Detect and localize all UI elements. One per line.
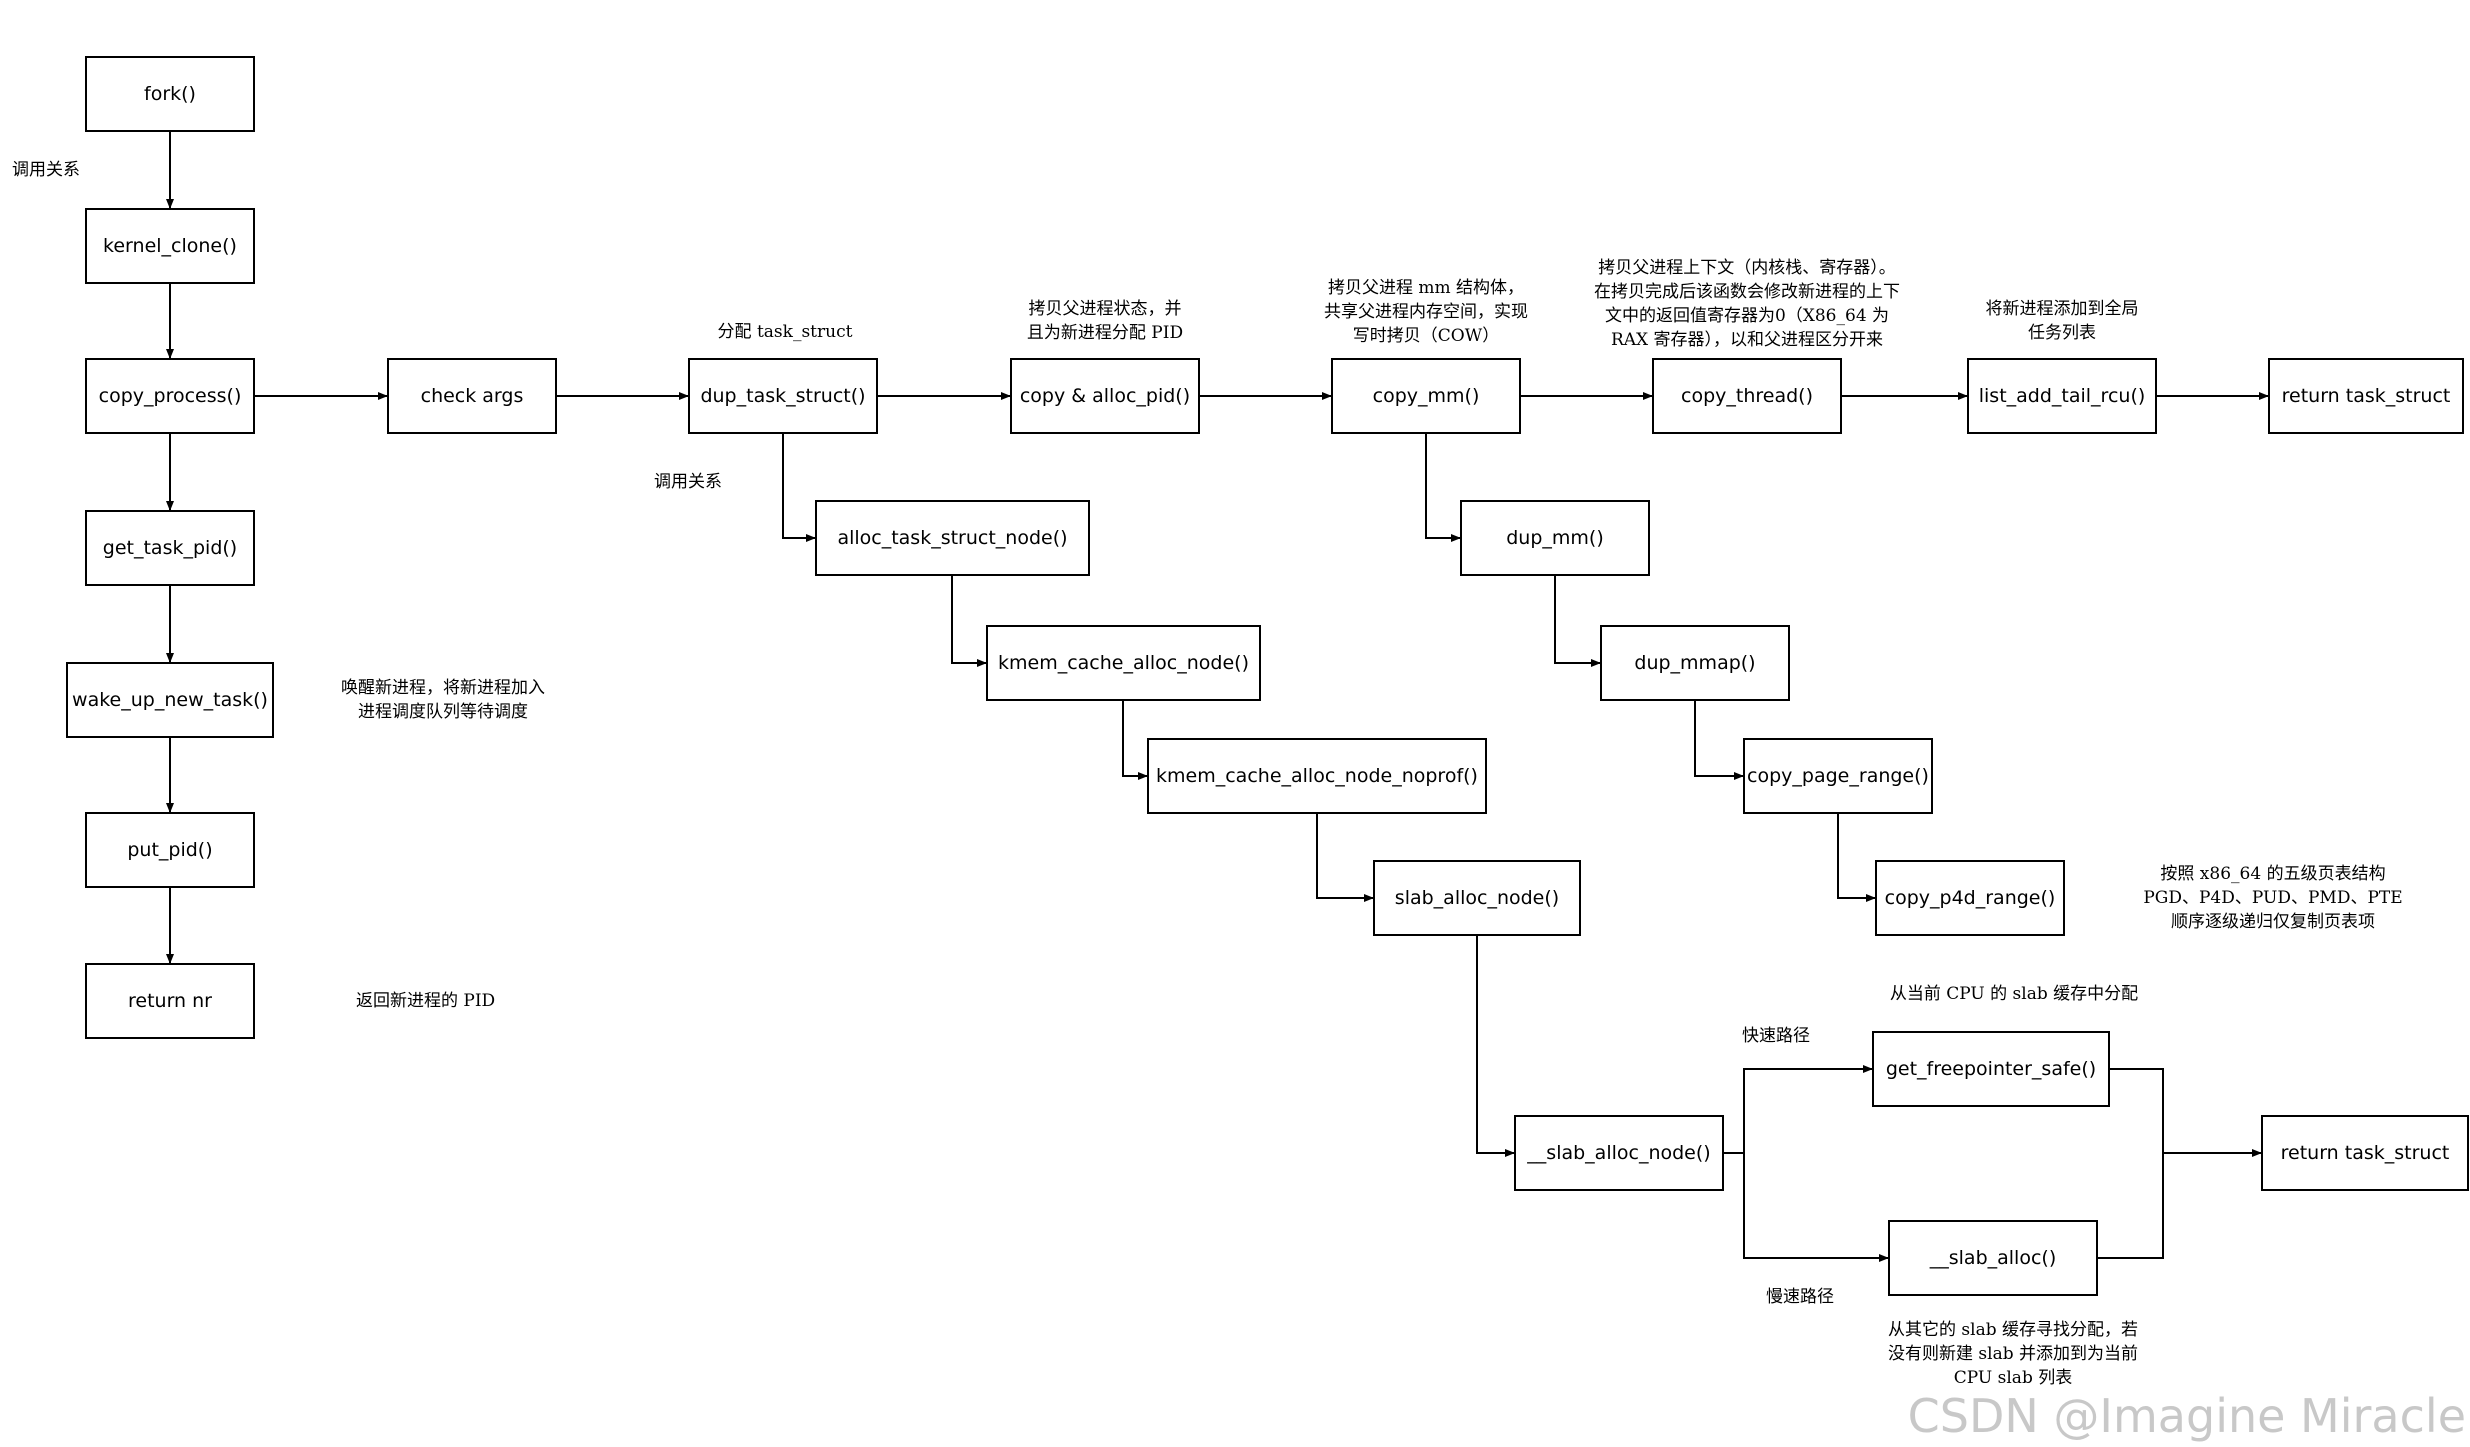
node-return-task-struct-top: return task_struct [2268, 358, 2464, 434]
edge-copy-page-range-p4d [1837, 814, 1876, 902]
note-call-relation-center: 调用关系 [654, 472, 722, 492]
note-return-pid: 返回新进程的 PID [356, 991, 496, 1011]
edge-slow-to-junction [2098, 1153, 2164, 1259]
edge-dup-task-alloc-node [782, 434, 816, 542]
node-return-nr: return nr [85, 963, 255, 1039]
edge-noprof-slab-alloc-node [1316, 814, 1374, 902]
node-copy-alloc-pid: copy & alloc_pid() [1010, 358, 1200, 434]
edge-alloc-node-kmem-cache [951, 576, 987, 667]
node-dup-mmap: dup_mmap() [1600, 625, 1790, 701]
note-alloc-task-struct: 分配 task_struct [717, 322, 853, 342]
node-copy-process: copy_process() [85, 358, 255, 434]
node-slab-alloc-node: slab_alloc_node() [1373, 860, 1581, 936]
edge-slab-alloc-node-inner [1476, 936, 1515, 1157]
note-copy-mm: 拷贝父进程 mm 结构体， 共享父进程内存空间，实现 写时拷贝（COW） [1324, 278, 1528, 346]
note-call-relation-left: 调用关系 [12, 160, 80, 180]
edge-dup-mmap-copy-page-range [1694, 701, 1744, 780]
note-wake-up: 唤醒新进程，将新进程加入 进程调度队列等待调度 [341, 678, 545, 722]
node-wake-up-new-task: wake_up_new_task() [66, 662, 274, 738]
node-kernel-clone: kernel_clone() [85, 208, 255, 284]
node-check-args: check args [387, 358, 557, 434]
note-fast-path: 快速路径 [1742, 1026, 1810, 1046]
edge-fast-to-junction [2110, 1068, 2164, 1153]
note-fast-alloc: 从当前 CPU 的 slab 缓存中分配 [1889, 984, 2139, 1004]
edge-dup-mm-dup-mmap [1554, 576, 1601, 667]
watermark: CSDN @Imagine Miracle [1907, 1389, 2466, 1443]
node-copy-mm: copy_mm() [1331, 358, 1521, 434]
node-copy-p4d-range: copy_p4d_range() [1875, 860, 2065, 936]
edge-inner-slow-path [1743, 1153, 1889, 1262]
node-kmem-cache-alloc-node: kmem_cache_alloc_node() [986, 625, 1261, 701]
note-slow-path: 慢速路径 [1766, 1287, 1834, 1307]
node-get-task-pid: get_task_pid() [85, 510, 255, 586]
node-copy-page-range: copy_page_range() [1743, 738, 1933, 814]
node-kmem-cache-alloc-node-noprof: kmem_cache_alloc_node_noprof() [1147, 738, 1487, 814]
node-put-pid: put_pid() [85, 812, 255, 888]
node-slab-alloc: __slab_alloc() [1888, 1220, 2098, 1296]
node-list-add-tail-rcu: list_add_tail_rcu() [1967, 358, 2157, 434]
node-slab-alloc-node-inner: __slab_alloc_node() [1514, 1115, 1724, 1191]
note-copy-thread: 拷贝父进程上下文（内核栈、寄存器）。 在拷贝完成后该函数会修改新进程的上下 文中… [1594, 258, 1900, 350]
node-alloc-task-struct-node: alloc_task_struct_node() [815, 500, 1090, 576]
note-slow-alloc: 从其它的 slab 缓存寻找分配，若 没有则新建 slab 并添加到为当前 CP… [1888, 1320, 2138, 1388]
node-dup-task-struct: dup_task_struct() [688, 358, 878, 434]
node-dup-mm: dup_mm() [1460, 500, 1650, 576]
node-get-freepointer-safe: get_freepointer_safe() [1872, 1031, 2110, 1107]
note-page-table: 按照 x86_64 的五级页表结构 PGD、P4D、PUD、PMD、PTE 顺序… [2143, 864, 2403, 932]
node-return-task-struct-bottom: return task_struct [2261, 1115, 2469, 1191]
note-list-add: 将新进程添加到全局 任务列表 [1985, 299, 2139, 343]
edge-kmem-cache-noprof [1122, 701, 1148, 780]
edge-copy-mm-dup-mm [1425, 434, 1461, 542]
edge-inner-fast-path [1724, 1065, 1873, 1154]
note-copy-pid: 拷贝父进程状态，并 且为新进程分配 PID [1026, 299, 1184, 343]
node-copy-thread: copy_thread() [1652, 358, 1842, 434]
node-fork: fork() [85, 56, 255, 132]
